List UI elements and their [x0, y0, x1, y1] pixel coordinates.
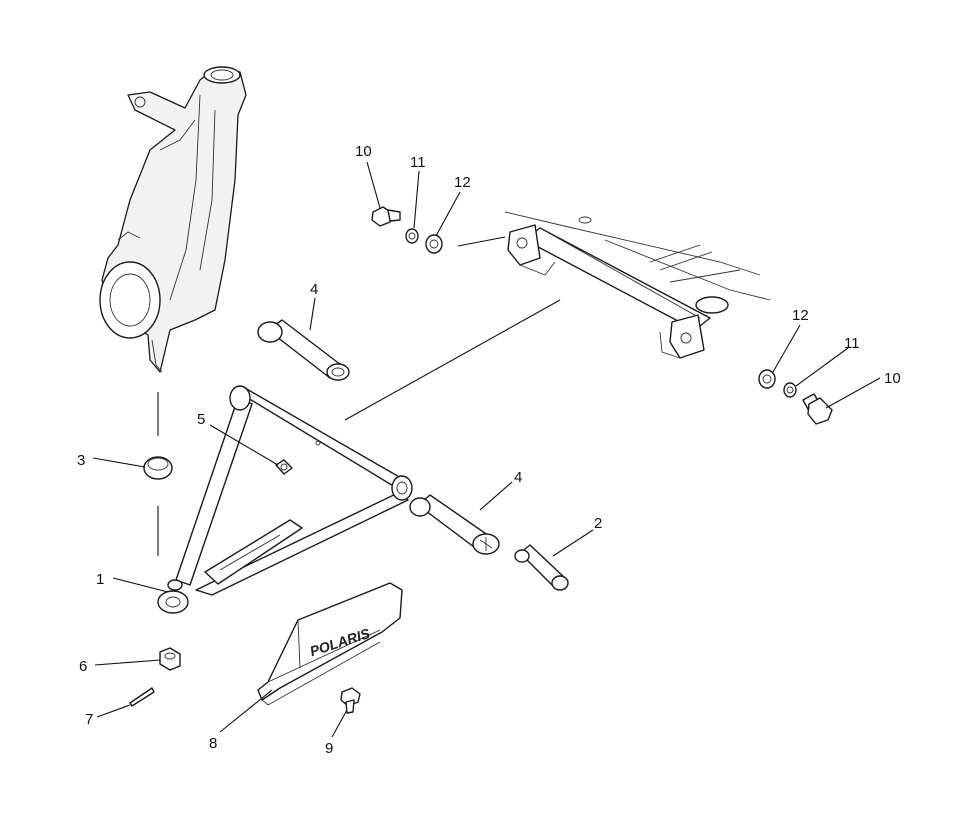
callout-2: 2	[594, 515, 602, 532]
callout-10-rear: 10	[884, 370, 901, 387]
spacer-tube	[514, 544, 569, 591]
frame-crossmember	[504, 211, 771, 359]
guard-bolt	[340, 687, 361, 714]
skid-guard: POLARIS	[257, 582, 403, 706]
grease-fitting	[275, 459, 293, 475]
leader-lines	[92, 161, 881, 738]
flat-washer-front	[425, 234, 443, 254]
callouts: 1 2 3 4 4 5 6 7 8 9 10 10 11 11 12 12	[77, 143, 901, 757]
callout-5: 5	[197, 411, 205, 428]
cotter-pin	[129, 687, 155, 707]
pivot-bushing-upper	[257, 319, 350, 381]
callout-11-rear: 11	[844, 335, 860, 352]
a-arm	[157, 385, 413, 614]
callout-3: 3	[77, 452, 85, 469]
bolt-rear	[802, 393, 833, 425]
callout-1: 1	[96, 571, 104, 588]
flat-washer-rear	[758, 369, 776, 389]
callout-12-rear: 12	[792, 307, 809, 324]
castle-nut	[159, 647, 181, 671]
callout-4-upper: 4	[310, 281, 318, 298]
callout-6: 6	[79, 658, 87, 675]
callout-4-lower: 4	[514, 469, 522, 486]
lock-washer-front	[405, 228, 419, 244]
callout-10-front: 10	[355, 143, 372, 160]
assembly-lines	[157, 236, 561, 556]
callout-7: 7	[85, 711, 93, 728]
lock-washer-rear	[783, 382, 797, 398]
dust-seal	[143, 456, 173, 480]
callout-8: 8	[209, 735, 217, 752]
callout-9: 9	[325, 740, 333, 757]
steering-knuckle	[99, 66, 247, 373]
pivot-bushing-lower	[409, 494, 500, 555]
bolt-front	[371, 206, 401, 227]
callout-11-front: 11	[410, 154, 426, 171]
callout-12-front: 12	[454, 174, 471, 191]
